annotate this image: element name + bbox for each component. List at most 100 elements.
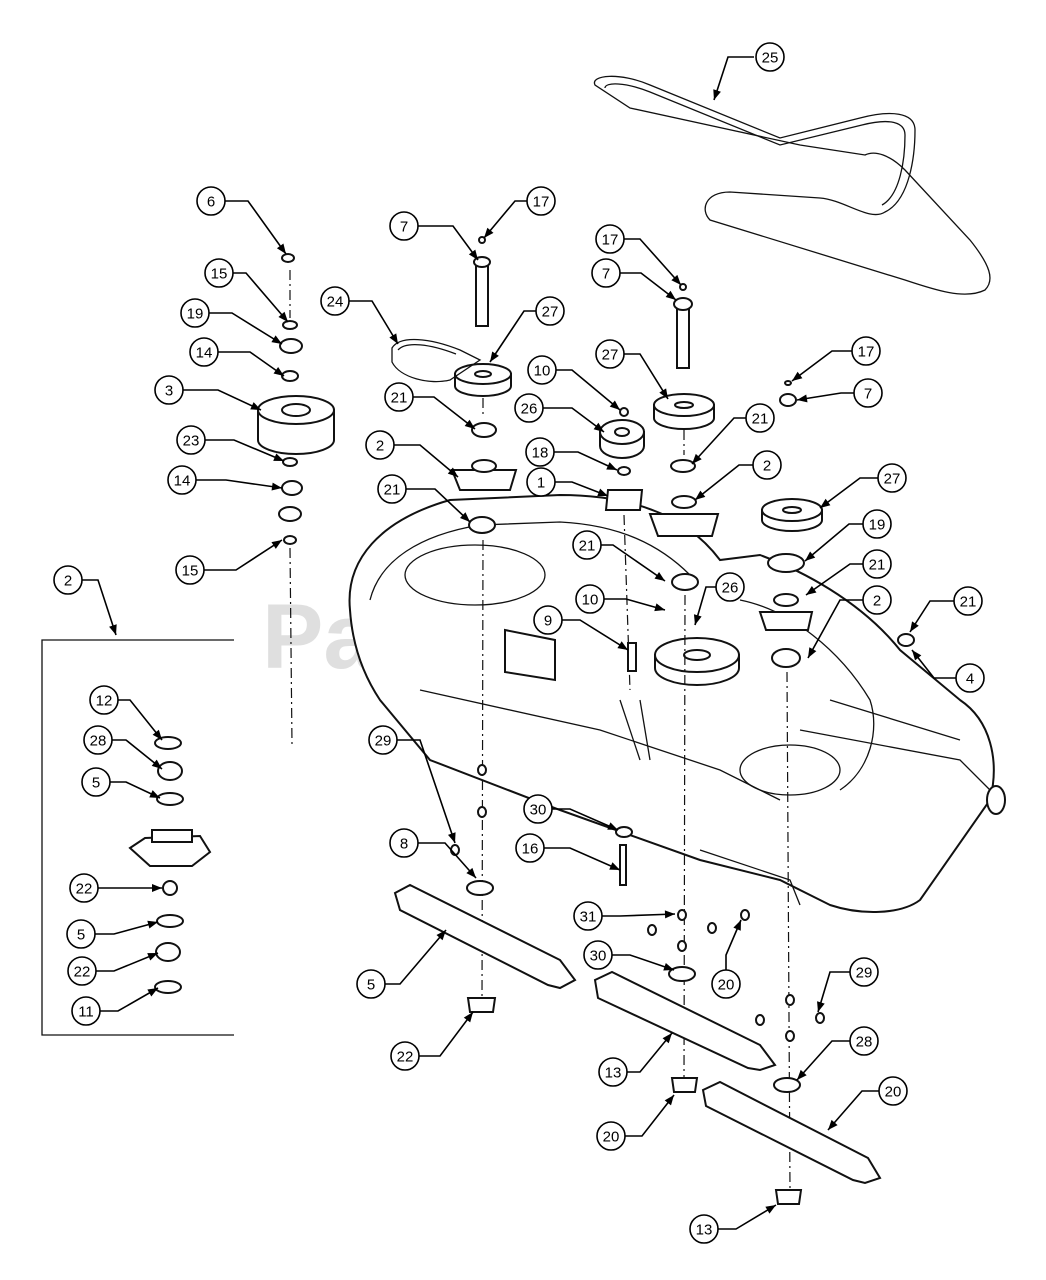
callout-label: 5 [367,977,375,994]
callout-arrowhead [805,551,816,561]
callout-label: 13 [696,1222,713,1239]
callout-label: 19 [869,517,886,534]
callout-label: 10 [582,592,599,609]
callout-circle-30 [583,940,613,970]
callout-circle-20 [711,969,741,999]
callout-leader-23 [205,439,285,462]
callout-arrowhead [808,647,817,658]
callout-circle-27 [877,463,907,493]
callout-circle-7 [389,211,419,241]
callout-leader-28 [796,1040,850,1081]
callout-arrowhead [597,488,608,497]
callout-arrowhead [609,862,620,870]
callout-arrowhead [663,962,674,971]
callout-circle-29 [849,957,879,987]
callout-leader-26 [543,407,605,433]
callout-label: 18 [532,445,549,462]
callout-label: 10 [534,363,551,380]
callout-label: 6 [207,194,215,211]
callout-label: 28 [856,1034,873,1051]
callout-label: 7 [602,266,610,283]
callout-label: 21 [869,557,886,574]
callout-label: 15 [182,563,199,580]
callout-circle-17 [595,224,625,254]
callout-label: 27 [884,471,901,488]
callout-leader-21 [406,488,471,523]
callout-leader-4 [911,649,956,679]
callout-leader-5 [385,929,447,985]
callout-arrowhead [152,729,162,740]
callout-leader-27 [819,477,878,509]
callout-circle-22 [67,956,97,986]
callout-arrowhead [147,920,158,929]
callout-leader-21 [909,600,954,633]
callout-label: 17 [533,194,550,211]
left-spindle-pulley-assembly [257,253,335,746]
callout-leader-7 [620,272,677,301]
callout-label: 22 [76,881,93,898]
callout-leader-27 [624,353,669,400]
callout-label: 17 [858,344,875,361]
callout-label: 2 [64,573,72,590]
center-spindle-assembly [599,407,645,691]
callout-leader-7 [418,225,479,261]
callout-arrowhead [149,790,160,798]
callout-arrowhead [273,366,284,376]
callout-label: 2 [376,438,384,455]
callout-arrowhead [671,274,681,285]
callout-circle-2 [862,585,892,615]
callout-arrowhead [817,1001,825,1012]
callout-arrowhead [806,585,817,595]
callout-label: 7 [864,386,872,403]
callout-label: 8 [400,836,408,853]
callout-arrowhead [713,89,721,100]
callout-leader-20 [625,1094,675,1137]
callout-circle-23 [176,425,206,455]
callout-leader-2 [82,579,117,636]
callout-leader-30 [612,954,675,971]
callout-arrowhead [692,453,702,464]
callout-arrowhead [389,333,398,344]
callout-circle-21 [862,549,892,579]
callout-arrowhead [463,1012,473,1023]
callout-leader-21 [413,396,476,430]
callout-arrowhead [693,614,702,625]
callout-arrowhead [464,419,475,429]
callout-label: 29 [856,965,873,982]
callout-leader-22 [96,952,159,972]
callout-arrowhead [273,453,284,461]
callout-circle-6 [196,186,226,216]
callout-leader-21 [601,544,666,582]
callout-leader-20 [827,1090,879,1131]
callout-leader-18 [554,451,618,471]
callout-circle-19 [180,298,210,328]
callout-leader-2 [807,599,863,659]
callout-leader-31 [602,913,676,917]
callout-circle-7 [591,258,621,288]
callout-circle-24 [320,286,350,316]
blade-center [593,970,777,1072]
callout-circle-7 [853,378,883,408]
callout-circle-10 [527,355,557,385]
callout-leader-3 [183,389,262,411]
callout-label: 2 [763,458,771,475]
callout-label: 19 [187,306,204,323]
callout-arrowhead [271,540,282,549]
callout-circle-26 [514,393,544,423]
callout-leader-2 [694,464,753,501]
callout-arrowhead [659,388,668,399]
callout-circle-5 [356,969,386,999]
callout-label: 16 [522,841,539,858]
callout-arrowhead [468,249,478,260]
callout-arrowhead [278,311,288,322]
callout-circle-22 [390,1041,420,1071]
callout-label: 22 [397,1049,414,1066]
callout-circle-12 [89,685,119,715]
callout-label: 11 [78,1004,94,1021]
callout-arrowhead [447,832,456,843]
callout-label: 20 [718,977,735,994]
callout-arrowhead [797,1069,807,1080]
callout-leader-13 [627,1032,673,1073]
callout-arrowhead [609,400,620,410]
